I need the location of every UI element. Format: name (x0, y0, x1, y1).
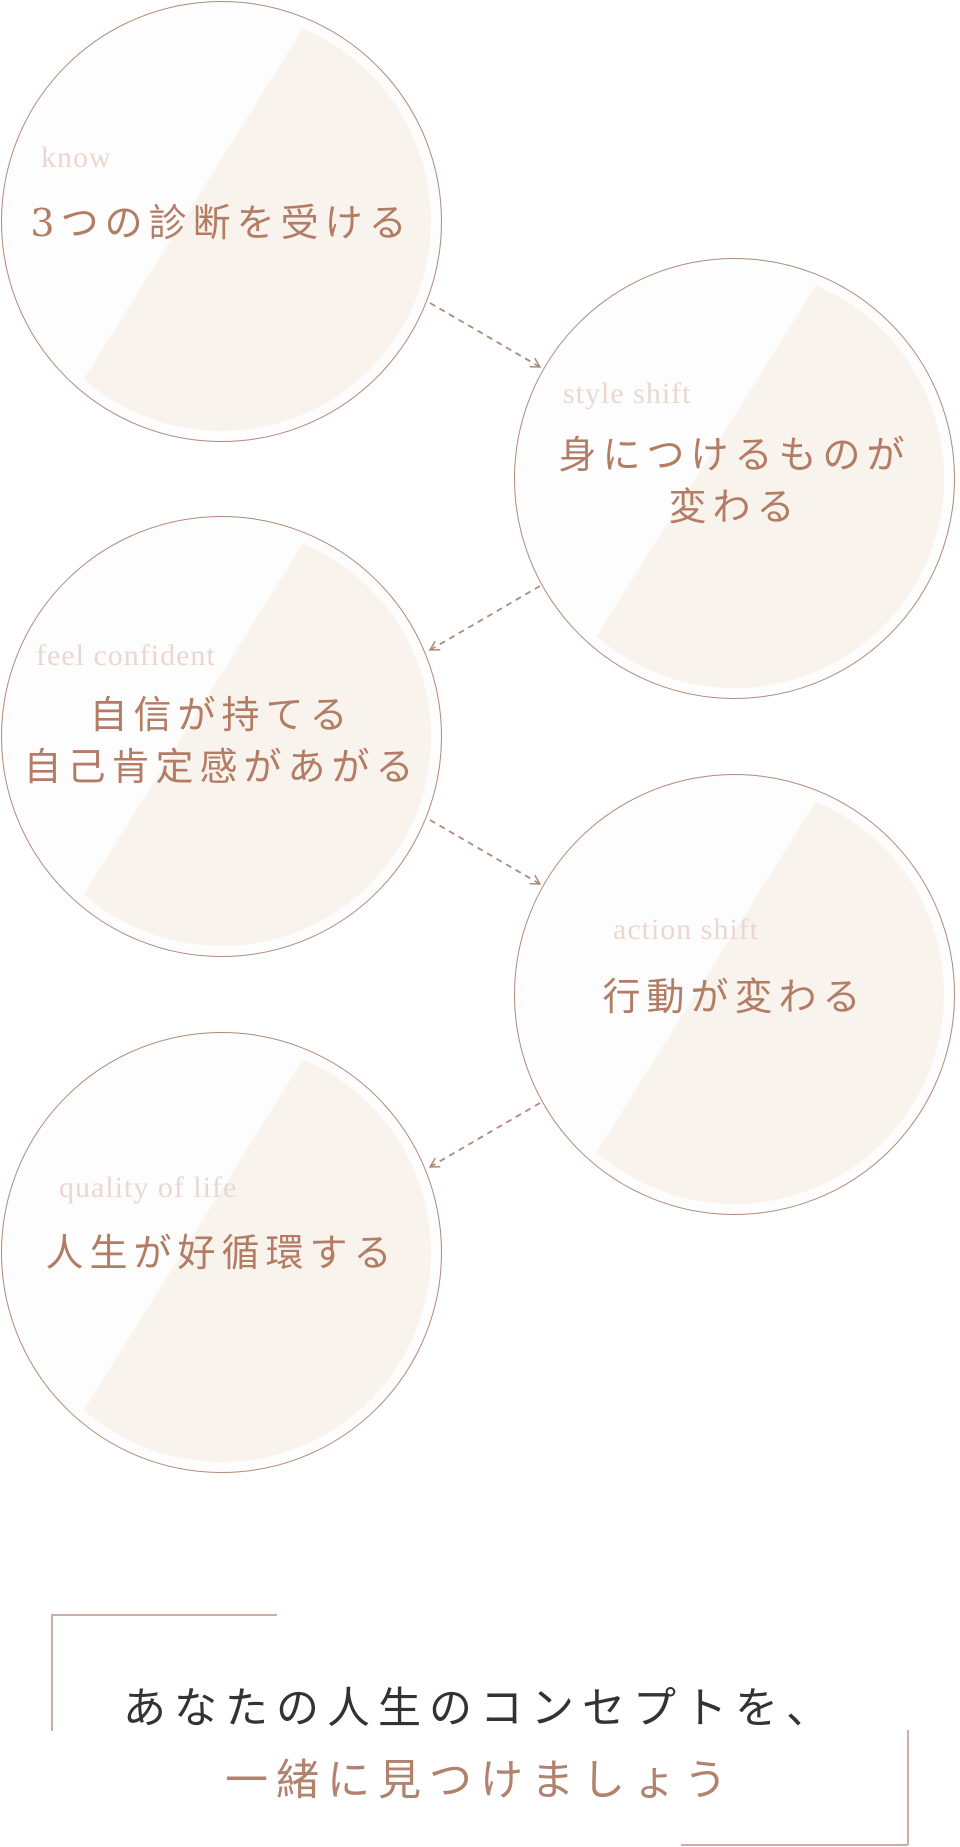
step-circle-quality-of-life: quality of life 人生が好循環する (1, 1032, 442, 1473)
circle-wash (525, 269, 944, 688)
step-japanese-label: 3つの診断を受ける (30, 201, 413, 245)
step-circle-action-shift: action shift 行動が変わる (514, 774, 955, 1215)
step-english-label: know (41, 141, 112, 174)
circle-wash (12, 12, 431, 431)
closing-line-1: あなたの人生のコンセプトを、 (123, 1684, 837, 1734)
step-circle-style-shift: style shift 身につけるものが 変わる (514, 258, 955, 699)
circle-wash (12, 1043, 431, 1462)
frame-left-line (51, 1614, 53, 1731)
closing-message-box: あなたの人生のコンセプトを、 一緒に見つけましょう (0, 1600, 960, 1847)
step-english-label: action shift (613, 913, 760, 946)
circle-wash (525, 785, 944, 1204)
flow-diagram: know 3つの診断を受ける style shift 身につけるものが 変わる … (1, 1, 955, 1473)
step-circle-know: know 3つの診断を受ける (1, 1, 442, 442)
step-japanese-label: 身につけるものが 変わる (558, 433, 911, 529)
step-japanese-label: 人生が好循環する (45, 1231, 398, 1275)
step-japanese-label: 行動が変わる (602, 975, 867, 1019)
step-japanese-label: 自信が持てる 自己肯定感があがる (23, 693, 420, 789)
closing-line-2: 一緒に見つけましょう (225, 1756, 735, 1806)
step-english-label: quality of life (59, 1171, 238, 1204)
circle-wash (12, 527, 431, 946)
step-english-label: style shift (563, 377, 692, 410)
frame-right-line (907, 1730, 909, 1845)
step-english-label: feel confident (36, 639, 216, 672)
frame-bottom-line (681, 1844, 908, 1846)
step-circle-feel-confident: feel confident 自信が持てる 自己肯定感があがる (1, 516, 442, 957)
frame-top-line (51, 1614, 277, 1616)
